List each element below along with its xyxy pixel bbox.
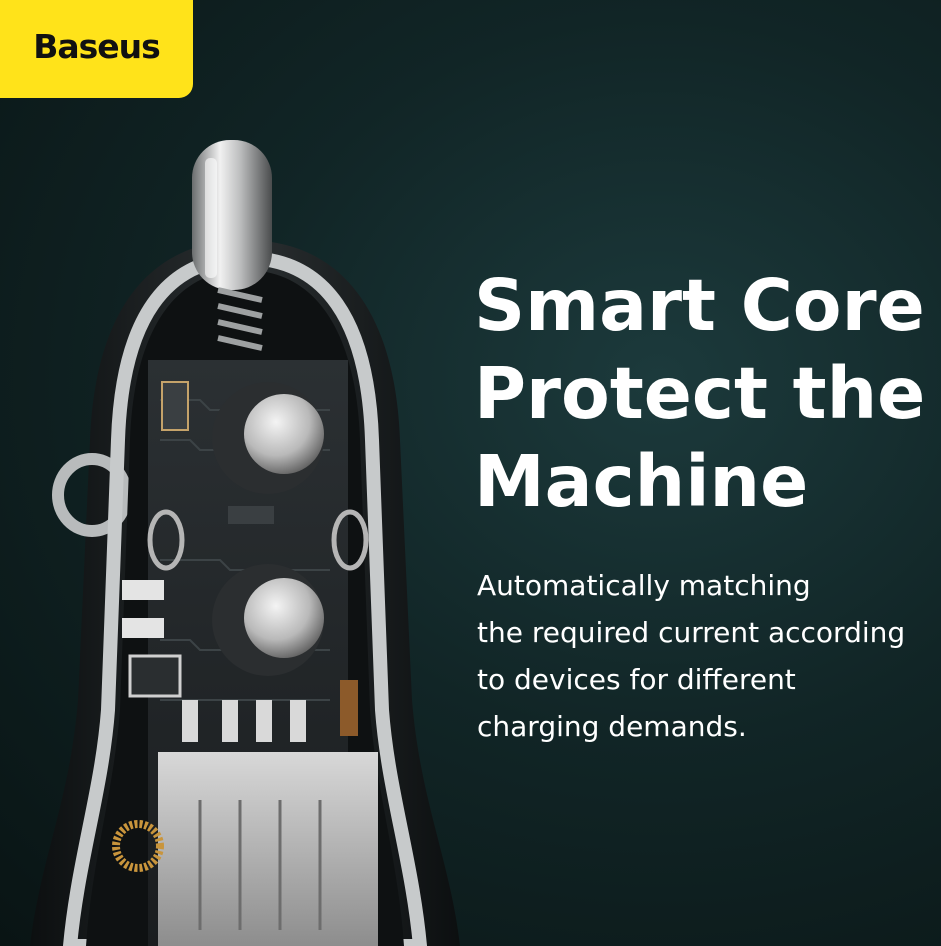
usb-port	[158, 752, 378, 946]
description-line: to devices for different	[477, 663, 796, 696]
ic-chip	[122, 580, 164, 600]
description-line: the required current according	[477, 616, 906, 649]
headline-line: Smart Core	[474, 264, 925, 347]
ic-chip	[122, 618, 164, 638]
ic-chip	[128, 654, 182, 698]
headline-line: Machine	[474, 440, 809, 523]
car-charger-cutaway-illustration	[30, 140, 460, 946]
description: Automatically matching the required curr…	[477, 562, 941, 750]
description-line: Automatically matching	[477, 569, 811, 602]
brand-logo-badge: Baseus	[0, 0, 193, 98]
charger-side-ring	[52, 453, 132, 537]
ic-chip	[161, 381, 189, 431]
capacitor-cap	[244, 394, 324, 474]
charger-cutaway-rim	[62, 250, 428, 946]
ic-chip	[340, 680, 358, 736]
headline-line: Protect the	[474, 352, 926, 435]
capacitor-cap	[244, 578, 324, 658]
headline: Smart Core Protect the Machine	[474, 262, 941, 526]
brand-logo-text: Baseus	[33, 26, 161, 66]
inductor-coil	[331, 509, 369, 571]
charger-spring	[217, 287, 263, 351]
inductor-coil	[147, 509, 185, 571]
toroid-coil	[112, 820, 164, 872]
charger-tip	[192, 140, 272, 290]
description-line: charging demands.	[477, 710, 747, 743]
ic-chip	[228, 506, 274, 524]
